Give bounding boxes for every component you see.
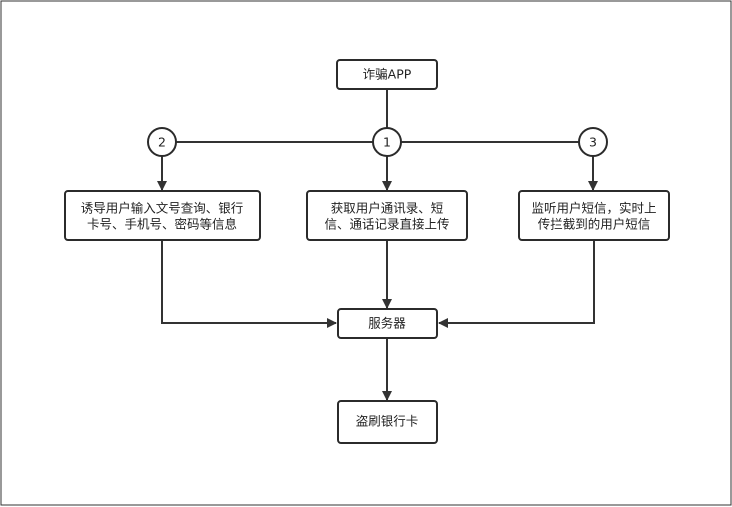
node-label: 信、通话记录直接上传 <box>324 217 449 232</box>
node-server: 服务器 <box>337 308 438 339</box>
connectors <box>157 89 598 401</box>
step-circle-2: 2 <box>147 127 177 157</box>
step-number: 1 <box>383 135 391 150</box>
node-phishing-input: 诱导用户输入文号查询、银行 卡号、手机号、密码等信息 <box>64 190 261 241</box>
node-upload-contacts: 获取用户通讯录、短 信、通话记录直接上传 <box>306 190 468 241</box>
node-label: 监听用户短信，实时上 <box>531 201 656 216</box>
step-circle-3: 3 <box>578 127 608 157</box>
node-intercept-sms: 监听用户短信，实时上 传拦截到的用户短信 <box>518 190 670 241</box>
step-number: 2 <box>158 135 166 150</box>
node-label: 诈骗APP <box>363 67 412 82</box>
node-label: 服务器 <box>368 316 406 331</box>
node-label: 获取用户通讯录、短 <box>331 201 444 216</box>
node-label: 传拦截到的用户短信 <box>538 217 651 232</box>
step-circle-1: 1 <box>372 127 402 157</box>
node-label: 卡号、手机号、密码等信息 <box>87 217 237 232</box>
node-fraud-app: 诈骗APP <box>336 59 438 90</box>
node-label: 盗刷银行卡 <box>356 414 419 429</box>
node-label: 诱导用户输入文号查询、银行 <box>81 201 244 216</box>
step-number: 3 <box>589 135 597 150</box>
node-card-theft: 盗刷银行卡 <box>337 400 438 444</box>
